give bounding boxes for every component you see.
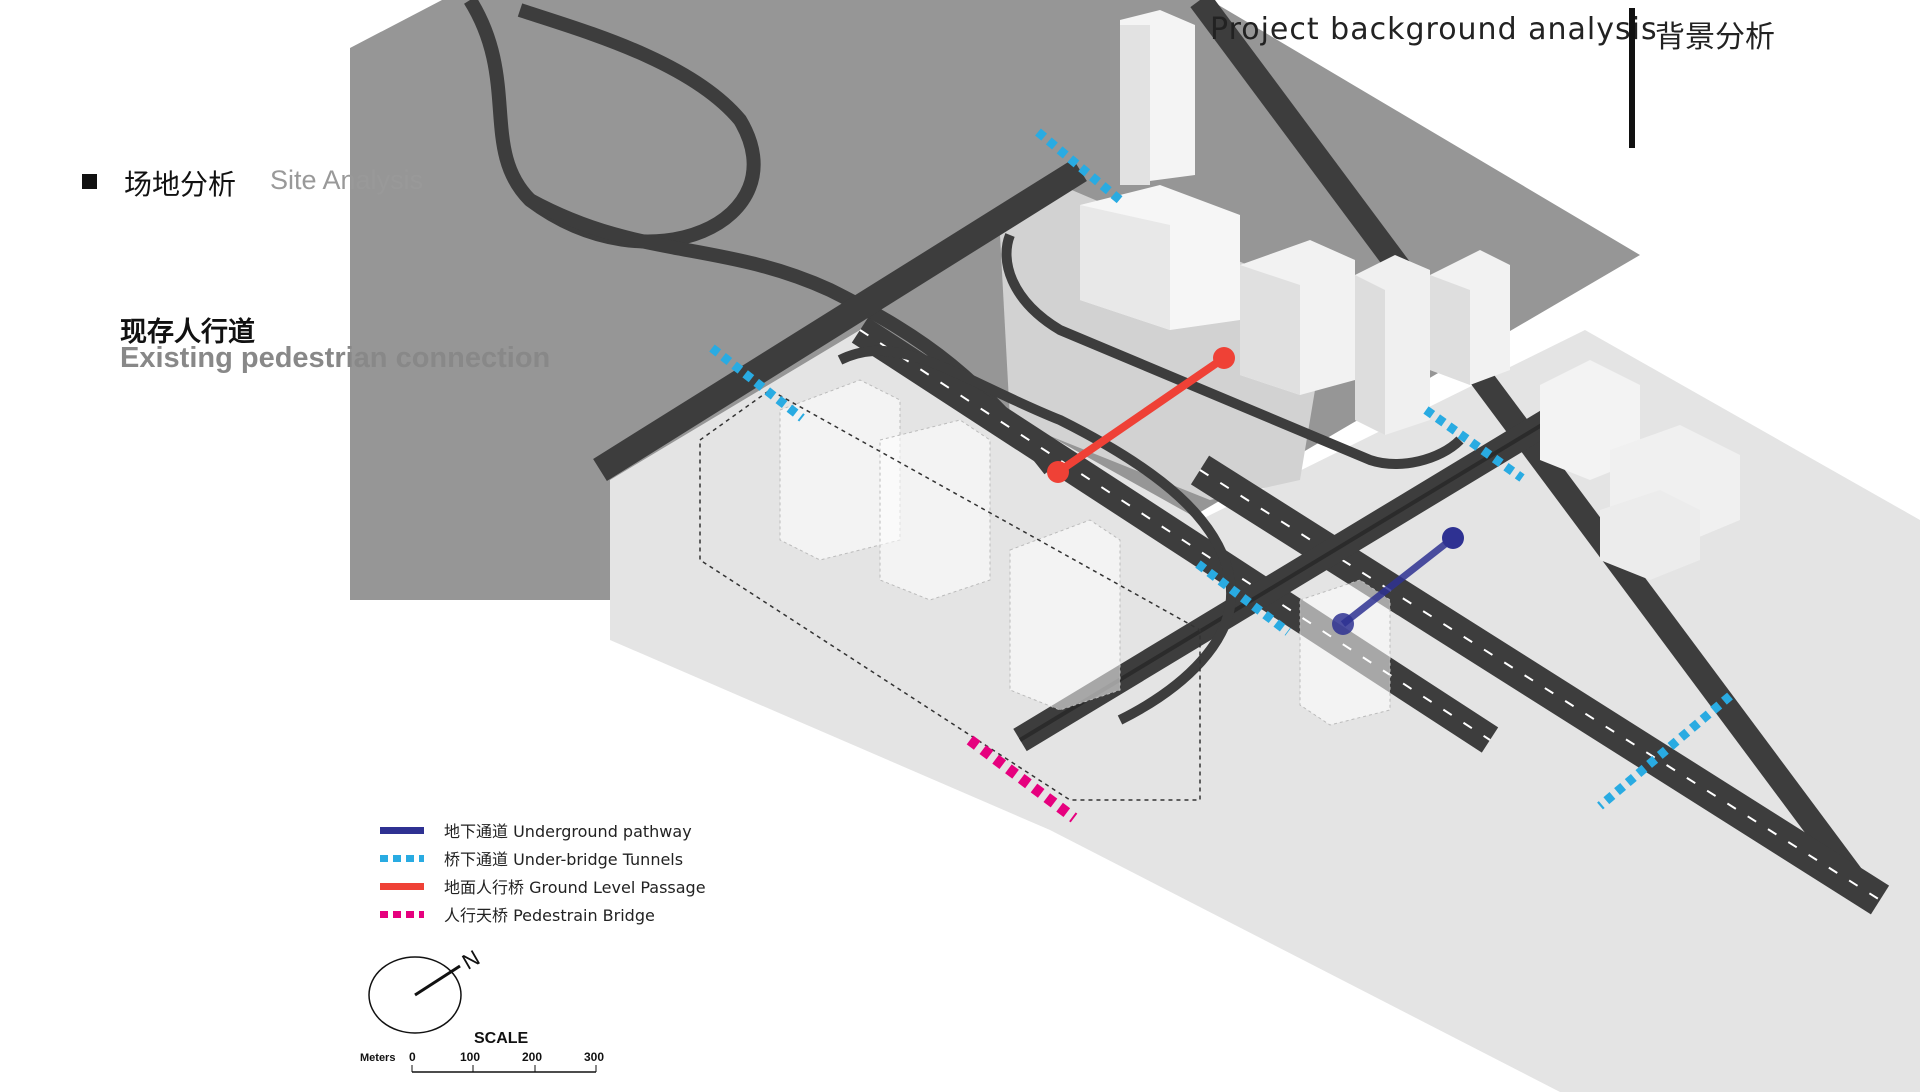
- legend-label: 地面人行桥 Ground Level Passage: [444, 874, 706, 898]
- section-title-en: Site Analysis: [270, 165, 423, 196]
- scale-bar: SCALE Meters 0 100 200 300: [360, 1030, 604, 1072]
- compass: N: [369, 945, 484, 1033]
- tower-slender-side: [1355, 275, 1385, 435]
- header-title: Project background analysis: [1210, 12, 1658, 47]
- legend-item-pedestrian-bridge: 人行天桥 Pedestrain Bridge: [380, 900, 706, 928]
- tower-top-side: [1120, 25, 1150, 185]
- compass-north-label: N: [458, 945, 484, 975]
- legend-item-underground: 地下通道 Underground pathway: [380, 816, 706, 844]
- legend: 地下通道 Underground pathway 桥下通道 Under-brid…: [380, 816, 706, 928]
- legend-item-under-bridge: 桥下通道 Under-bridge Tunnels: [380, 844, 706, 872]
- legend-label: 地下通道 Underground pathway: [444, 818, 692, 842]
- site-building-ghost-b: [880, 420, 990, 600]
- underground-node-a: [1332, 613, 1354, 635]
- tower-east-side: [1430, 275, 1470, 385]
- site-building-ghost-c: [1010, 520, 1120, 710]
- legend-swatch-pedestrian-bridge: [380, 911, 424, 918]
- legend-swatch-under-bridge: [380, 855, 424, 862]
- ground-passage-node-b: [1213, 347, 1235, 369]
- header-divider: [1629, 8, 1635, 148]
- scale-title: SCALE: [474, 1030, 529, 1047]
- legend-label: 桥下通道 Under-bridge Tunnels: [444, 846, 683, 870]
- topic-title-en: Existing pedestrian connection: [120, 342, 550, 375]
- legend-label: 人行天桥 Pedestrain Bridge: [444, 902, 655, 926]
- section-bullet-icon: [82, 174, 97, 189]
- compass-needle-icon: [415, 966, 460, 995]
- scale-tick-200: 200: [522, 1050, 542, 1064]
- scale-tick-300: 300: [584, 1050, 604, 1064]
- scale-tick-100: 100: [460, 1050, 480, 1064]
- legend-swatch-ground-passage: [380, 883, 424, 890]
- tower-mid-side: [1240, 265, 1300, 395]
- header-title-cn: 背景分析: [1655, 12, 1775, 56]
- underground-node-b: [1442, 527, 1464, 549]
- legend-swatch-underground: [380, 827, 424, 834]
- section-title-cn: 场地分析: [124, 163, 236, 203]
- legend-item-ground-passage: 地面人行桥 Ground Level Passage: [380, 872, 706, 900]
- scale-tick-0: 0: [409, 1050, 416, 1064]
- ground-passage-node-a: [1047, 461, 1069, 483]
- scale-unit-label: Meters: [360, 1052, 395, 1064]
